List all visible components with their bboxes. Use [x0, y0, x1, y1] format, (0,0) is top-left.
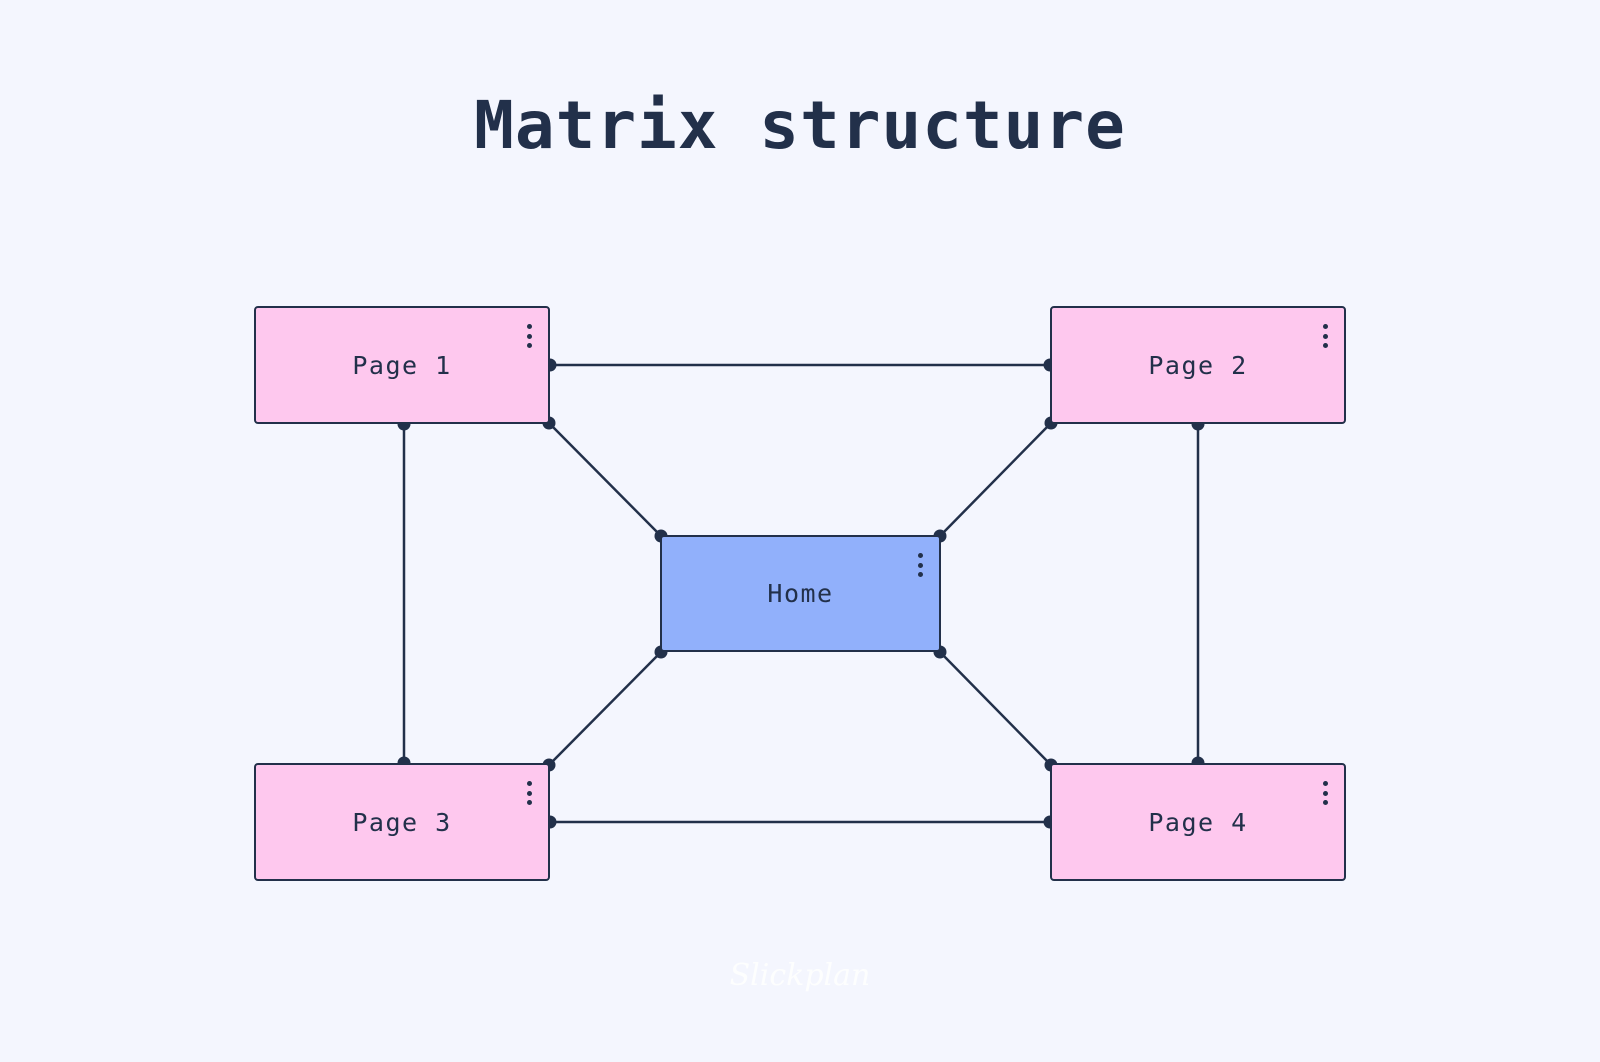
connector-lines [402, 363, 1200, 824]
kebab-menu-icon[interactable] [1322, 324, 1328, 348]
slickplan-watermark-logo: Slickplan [729, 958, 871, 993]
kebab-menu-icon[interactable] [917, 553, 923, 577]
page-2-node[interactable]: Page 2 [1050, 306, 1346, 424]
page-2-label: Page 2 [1148, 350, 1248, 380]
diagram-title: Matrix structure [474, 87, 1126, 164]
connector-page3-home [548, 651, 662, 766]
connector-page1-home [548, 422, 662, 537]
page-4-label: Page 4 [1148, 807, 1248, 837]
home-label: Home [767, 579, 834, 608]
page-1-node[interactable]: Page 1 [254, 306, 550, 424]
home-node[interactable]: Home [660, 535, 941, 652]
page-4-node[interactable]: Page 4 [1050, 763, 1346, 881]
kebab-menu-icon[interactable] [526, 324, 532, 348]
connector-page2-home [939, 422, 1052, 537]
page-3-label: Page 3 [352, 807, 452, 837]
page-3-node[interactable]: Page 3 [254, 763, 550, 881]
kebab-menu-icon[interactable] [1322, 781, 1328, 805]
page-1-label: Page 1 [352, 350, 452, 380]
kebab-menu-icon[interactable] [526, 781, 532, 805]
connector-page4-home [939, 651, 1052, 766]
